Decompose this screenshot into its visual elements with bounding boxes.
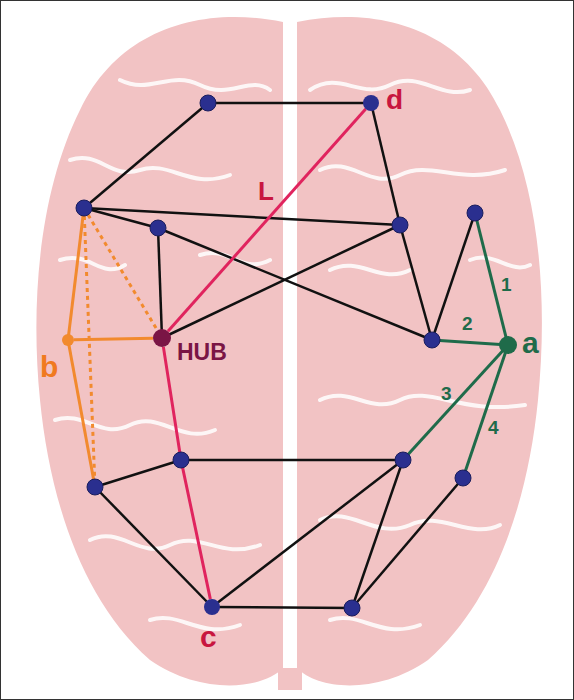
network-node: d bbox=[363, 95, 379, 111]
network-node: b bbox=[62, 334, 74, 346]
callout-number: 3 bbox=[441, 384, 452, 403]
node-label: b bbox=[40, 352, 58, 382]
node-label: c bbox=[200, 622, 217, 652]
node-label: a bbox=[522, 328, 539, 358]
callout-number: 1 bbox=[501, 275, 512, 294]
callout-number: 2 bbox=[462, 314, 473, 333]
network-link bbox=[163, 347, 210, 599]
network-node: a bbox=[499, 336, 517, 354]
callout-number: 4 bbox=[488, 418, 499, 437]
network-node: HUB bbox=[153, 329, 171, 347]
edge-label: L bbox=[258, 178, 274, 204]
network-node: c bbox=[204, 599, 220, 615]
network-link bbox=[168, 109, 366, 331]
network-link bbox=[74, 338, 153, 340]
node-label: d bbox=[386, 86, 403, 114]
node-label: HUB bbox=[177, 341, 227, 364]
